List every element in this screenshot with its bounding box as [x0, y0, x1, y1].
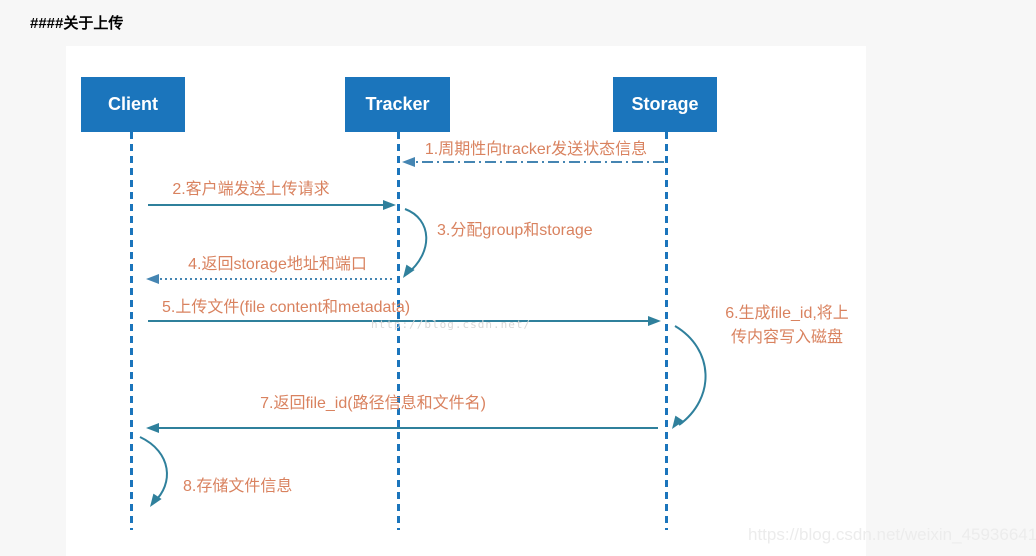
message-6-label: 6.生成file_id,将上 传内容写入磁盘 [725, 305, 849, 346]
actor-box-client: Client [81, 77, 185, 132]
center-watermark: http://blog.csdn.net/ [371, 318, 532, 331]
actor-box-storage: Storage [613, 77, 717, 132]
actor-label-storage: Storage [631, 94, 699, 114]
actor-label-tracker: Tracker [365, 94, 430, 114]
message-4-label: 4.返回storage地址和端口 [188, 256, 367, 273]
message-1-label: 1.周期性向tracker发送状态信息 [424, 141, 648, 158]
message-7-label: 7.返回file_id(路径信息和文件名) [260, 395, 486, 412]
diagram-canvas [66, 46, 866, 556]
message-3-label: 3.分配group和storage [437, 222, 593, 239]
message-2-label: 2.客户端发送上传请求 [172, 181, 330, 198]
message-8-label: 8.存储文件信息 [183, 478, 293, 495]
message-5-label: 5.上传文件(file content和metadata) [162, 299, 411, 316]
actor-label-client: Client [107, 94, 158, 114]
actor-box-tracker: Tracker [345, 77, 450, 132]
section-heading: ####关于上传 [30, 15, 124, 32]
bottom-watermark: https://blog.csdn.net/weixin_45936641 [748, 525, 1036, 544]
